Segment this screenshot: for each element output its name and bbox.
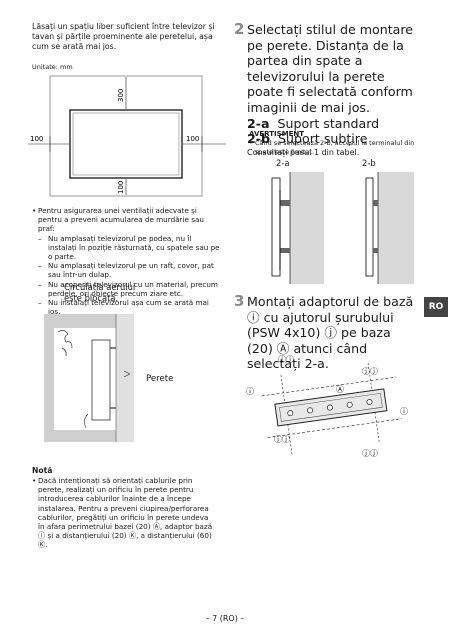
tv-2b (365, 177, 374, 277)
wall-label: Perete (146, 374, 174, 384)
label-j: ⓙ (286, 355, 294, 364)
base-adapter-diagram: ⓙ ⓙ ⓘ Ⓐ ⓙ ⓙ ⓘ ⓙ ⓙ ⓙ ⓙ (246, 355, 408, 458)
option-2a-text: Suport standard (277, 115, 380, 131)
label-j: ⓙ (282, 435, 290, 444)
tv-outline (69, 109, 183, 179)
label-j: ⓙ (278, 355, 286, 364)
vent-item: Nu acoperiți televizorul cu un material,… (48, 279, 218, 298)
option-2b-text: Suport subțire (278, 131, 368, 147)
fig-2a-label: 2-a (276, 158, 290, 168)
label-j: ⓙ (362, 367, 370, 376)
mount-style-figures (271, 172, 414, 284)
nota-text-block: •Dacă intenționați să orientați cabluril… (32, 476, 216, 550)
dim-right: 100 (186, 135, 199, 143)
vent-item: Nu amplasați televizorul pe un raft, cov… (48, 261, 214, 280)
step-2-ref: Consultați pasul 1 din tabel. (247, 147, 360, 157)
label-j: ⓙ (370, 449, 378, 458)
step-3-text: Montați adaptorul de bază ⓘ cu ajutorul … (247, 294, 414, 372)
vent-item: Nu instalați televizorul așa cum se arat… (48, 298, 209, 317)
vent-item: Nu amplasați televizorul pe podea, nu îl… (48, 233, 220, 262)
step-2-number: 2 (234, 20, 245, 38)
nota-text: Dacă intenționați să orientați cablurile… (38, 476, 213, 550)
warning-title: AVERTISMENT (249, 130, 305, 138)
tv-2a (271, 177, 281, 277)
step-2-text: Selectați stilul de montare pe perete. D… (247, 22, 413, 115)
step-2: 2 Selectați stilul de montare pe perete.… (234, 20, 424, 158)
step-3: 3 Montați adaptorul de bază ⓘ cu ajutoru… (234, 292, 420, 372)
option-2b-code: 2-b (247, 131, 271, 147)
nota-title: Notă (32, 466, 53, 475)
step-3-number: 3 (234, 292, 245, 310)
tv-in-alcove (91, 339, 111, 421)
unit-label: Unitate: mm (32, 63, 73, 71)
option-2a-code: 2-a (247, 115, 270, 131)
label-j: ⓙ (362, 449, 370, 458)
language-tab: RO (424, 297, 448, 317)
vent-bullet: Pentru asigurarea unei ventilații adecva… (38, 206, 204, 234)
alcove-diagram (44, 314, 134, 442)
page-number: – 7 (RO) – (205, 614, 245, 623)
dim-top: 300 (117, 89, 125, 102)
label-i: ⓘ (246, 387, 254, 396)
dim-bottom: 100 (117, 181, 125, 194)
ventilation-notes: •Pentru asigurarea unei ventilații adecv… (32, 206, 222, 316)
label-a: Ⓐ (336, 385, 344, 394)
intro-text: Lăsați un spațiu liber suficient între t… (32, 22, 215, 51)
dim-left: 100 (30, 135, 43, 143)
clearance-diagram: 300 100 100 100 (28, 75, 226, 197)
warning-block: •Când se selectează 2-b, accesul la term… (249, 139, 417, 156)
warning-text: Când se selectează 2-b, accesul la termi… (255, 139, 415, 156)
fig-2b-label: 2-b (362, 158, 376, 168)
label-j: ⓙ (370, 367, 378, 376)
label-i: ⓘ (400, 407, 408, 416)
airflow-label: Circulația aerului este blocată. (64, 282, 136, 303)
label-j: ⓙ (274, 435, 282, 444)
